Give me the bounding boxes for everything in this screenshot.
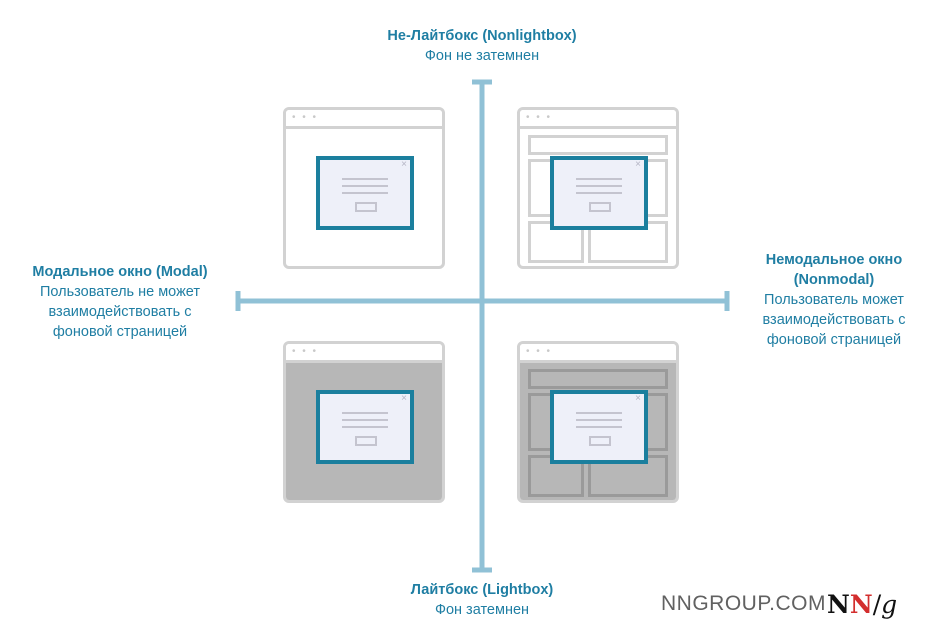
right-label: Немодальное окно (Nonmodal) Пользователь… [728,250,940,350]
dialog-text-line [576,178,622,180]
dialog-button [355,202,377,212]
left-label-title: Модальное окно (Modal) [32,264,208,280]
window-lightbox-modal: • • • × [283,341,445,503]
dialog-text-line [576,192,622,194]
right-label-line-2: взаимодействовать с [762,312,906,328]
dialog-box: × [550,390,648,464]
nng-logo: NN/g [827,590,897,619]
window-titlebar: • • • [520,344,676,363]
dialog-text-line [576,426,622,428]
top-label-title: Не-Лайтбокс (Nonlightbox) [387,28,577,44]
left-label-line-3: фоновой страницей [52,324,188,340]
right-label-line-3: фоновой страницей [766,332,902,348]
logo-slash: / [872,590,882,619]
window-dots-icon: • • • [526,112,553,123]
left-label-line-2: взаимодействовать с [48,304,192,320]
left-label: Модальное окно (Modal) Пользователь не м… [0,262,240,342]
dialog-button [589,202,611,212]
top-label-subtitle: Фон не затемнен [424,48,540,64]
window-nonlightbox-nonmodal: • • • × [517,107,679,269]
dialog-text-line [576,412,622,414]
top-label: Не-Лайтбокс (Nonlightbox) Фон не затемне… [320,26,644,66]
background-pane [528,369,668,389]
dialog-box: × [316,390,414,464]
dialog-box: × [550,156,648,230]
logo-n1: N [827,590,850,619]
background-pane [528,135,668,155]
dialog-box: × [316,156,414,230]
dialog-text-line [342,192,388,194]
dialog-button [589,436,611,446]
window-titlebar: • • • [286,344,442,363]
dialog-text-line [342,185,388,187]
close-icon: × [635,159,641,170]
window-lightbox-nonmodal: • • • × [517,341,679,503]
right-label-title-line-2: (Nonmodal) [793,272,875,288]
dialog-text-line [576,185,622,187]
left-label-line-1: Пользователь не может [39,284,201,300]
close-icon: × [401,159,407,170]
dialog-text-line [576,419,622,421]
right-label-line-1: Пользователь может [764,292,904,308]
bottom-label-subtitle: Фон затемнен [434,602,530,618]
right-label-title-line-1: Немодальное окно [765,252,903,268]
window-dots-icon: • • • [526,346,553,357]
dialog-text-line [342,412,388,414]
window-dots-icon: • • • [292,346,319,357]
window-nonlightbox-modal: • • • × [283,107,445,269]
logo-g: g [881,590,898,619]
dialog-button [355,436,377,446]
logo-n2: N [849,590,873,619]
close-icon: × [401,393,407,404]
bottom-label-title: Лайтбокс (Lightbox) [410,582,554,598]
window-dots-icon: • • • [292,112,319,123]
dialog-text-line [342,426,388,428]
dialog-text-line [342,178,388,180]
bottom-label: Лайтбокс (Lightbox) Фон затемнен [330,580,634,620]
dialog-text-line [342,419,388,421]
window-titlebar: • • • [286,110,442,129]
site-name: NNGROUP.COM [661,592,826,615]
close-icon: × [635,393,641,404]
window-titlebar: • • • [520,110,676,129]
